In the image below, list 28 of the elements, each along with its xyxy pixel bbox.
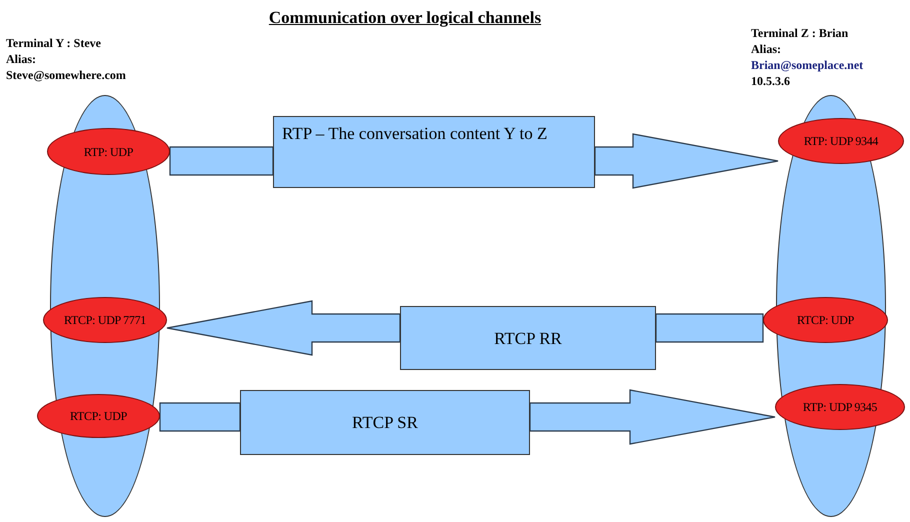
port-ellipse	[47, 128, 170, 175]
block-arrow	[529, 389, 776, 445]
port-ellipse	[37, 394, 160, 438]
terminal-label: Brian@someplace.net	[751, 57, 864, 73]
port-label: RTCP: UDP	[797, 312, 854, 329]
block-arrow-shaft	[655, 313, 764, 343]
channel-label: RTP – The conversation content Y to Z	[282, 123, 548, 144]
block-arrow	[166, 300, 401, 356]
port-label: RTCP: UDP 7771	[64, 312, 146, 329]
port-label: RTP: UDP 9345	[802, 399, 878, 416]
terminal-label: Terminal Z : Brian	[751, 25, 850, 41]
port-label: RTCP: UDP	[70, 408, 127, 425]
channel-box	[273, 116, 595, 188]
channel-label: RTCP SR	[352, 412, 418, 433]
terminal-label: Alias:	[6, 51, 37, 67]
terminal-label: Alias:	[751, 41, 782, 57]
port-label: RTP: UDP 9344	[804, 133, 878, 150]
terminal-label: Terminal Y : Steve	[6, 35, 102, 51]
terminal-label: 10.5.3.6	[751, 73, 791, 89]
block-arrow-shaft	[169, 146, 274, 176]
terminal-label: Steve@somewhere.com	[6, 67, 126, 83]
channel-box	[240, 390, 530, 455]
diagram-title: Communication over logical channels	[268, 7, 542, 29]
port-label: RTP: UDP	[84, 144, 134, 160]
channel-box	[400, 306, 656, 370]
channel-label: RTCP RR	[494, 328, 562, 348]
block-arrow	[594, 133, 779, 189]
block-arrow-shaft	[159, 402, 241, 432]
